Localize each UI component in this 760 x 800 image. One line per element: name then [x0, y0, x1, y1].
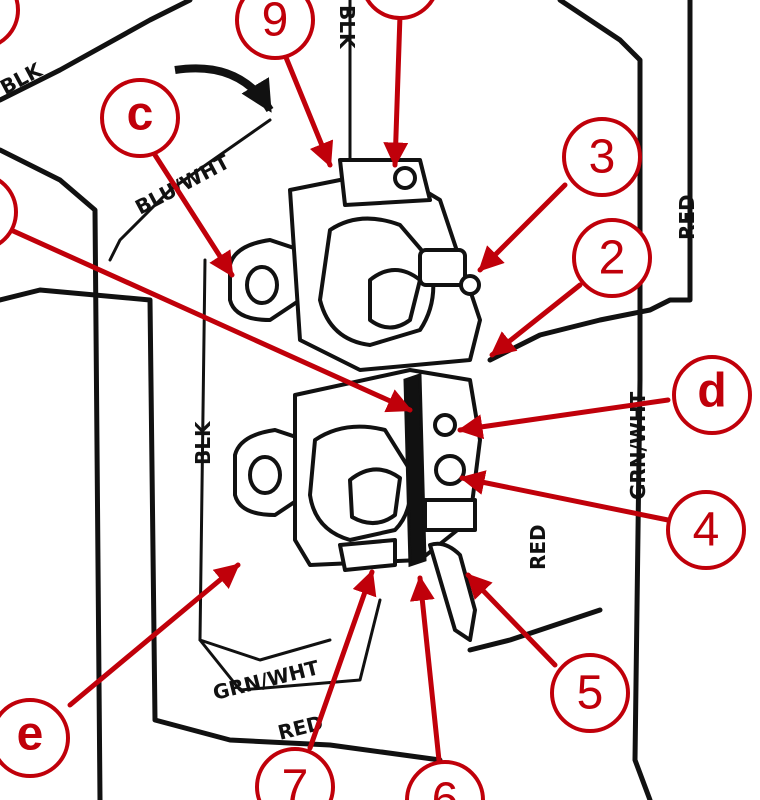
callout-seven: 7 [255, 747, 335, 800]
post-4 [434, 454, 466, 486]
label-grn-wht-right: GRN/WHT [626, 391, 650, 500]
leader-seven [307, 569, 377, 751]
wire-lower-loop [0, 287, 443, 763]
leader-nine [282, 52, 334, 168]
callout-two: 2 [572, 218, 652, 298]
lower-solenoid-cap [348, 467, 402, 525]
upper-solenoid-cap [368, 268, 422, 330]
callout-label-three: 3 [589, 131, 616, 184]
label-blk-top: BLK [335, 5, 359, 50]
callout-leaders [0, 12, 671, 773]
post-3 [459, 274, 481, 296]
callout-label-e: e [17, 708, 44, 761]
lower-terminal-plate [423, 498, 477, 532]
motion-arrow [174, 64, 274, 113]
label-blu-wht: BLU/WHT [131, 150, 234, 220]
callout-label-seven: 7 [282, 761, 309, 800]
lower-mount-hole [248, 455, 282, 495]
leader-e [67, 562, 241, 708]
label-grn-wht-bottom: GRN/WHT [210, 655, 321, 705]
wiring [0, 0, 693, 800]
upper-terminal [418, 248, 467, 287]
label-red-lower-right: RED [526, 524, 550, 570]
wire-labels: BLK BLK BLU/WHT BLK RED GRN/WHT RED GRN/… [0, 5, 699, 745]
callout-left-mid-partial [0, 178, 18, 246]
lower-wire-terminals [338, 538, 397, 572]
callout-four: 4 [666, 490, 746, 570]
leader-c [152, 152, 235, 278]
solenoid-assembly [228, 158, 482, 642]
upper-top-terminals [338, 158, 432, 207]
wire-blk-top-left [0, 0, 193, 103]
leader-four [459, 470, 671, 523]
wire-left-body [0, 147, 103, 800]
label-red-right: RED [675, 194, 699, 240]
leader-six [409, 575, 443, 773]
center-bracket [403, 372, 427, 568]
top-terminal-stud [393, 166, 417, 190]
upper-mount-hole [245, 265, 279, 305]
leader-five [465, 572, 558, 668]
wire-right-frame [557, 0, 653, 800]
callout-label-four: 4 [693, 504, 720, 557]
callout-label-two: 2 [599, 232, 626, 285]
callout-left-partial [0, 0, 20, 45]
wire-red-lower [467, 607, 603, 653]
callout-d: d [672, 355, 752, 435]
callout-label-d: d [697, 365, 726, 418]
callout-five: 5 [550, 653, 630, 733]
callout-label-nine: 9 [262, 0, 289, 47]
callout-e: e [0, 698, 70, 778]
wire-grn-wht [198, 598, 382, 692]
leader-two [489, 282, 583, 358]
callout-label-five: 5 [577, 667, 604, 720]
label-blk-top-left: BLK [0, 57, 47, 99]
lower-right-lead [428, 541, 477, 642]
callout-nine: 9 [235, 0, 315, 60]
callout-top-partial [365, 0, 435, 20]
callout-label-six: 6 [432, 774, 459, 800]
terminal-d [433, 413, 457, 437]
leader-d [457, 397, 671, 440]
callout-six: 6 [405, 760, 485, 800]
callout-label-c: c [127, 88, 154, 141]
callout-three: 3 [562, 117, 642, 197]
callout-c: c [100, 78, 180, 158]
leader-left [0, 222, 413, 413]
leader-top [383, 12, 409, 168]
wire-red-right [487, 0, 693, 363]
leader-three [477, 182, 568, 273]
label-blk-left: BLK [191, 420, 215, 465]
wire-blk-left [198, 258, 332, 662]
wire-blu-wht [108, 118, 272, 262]
